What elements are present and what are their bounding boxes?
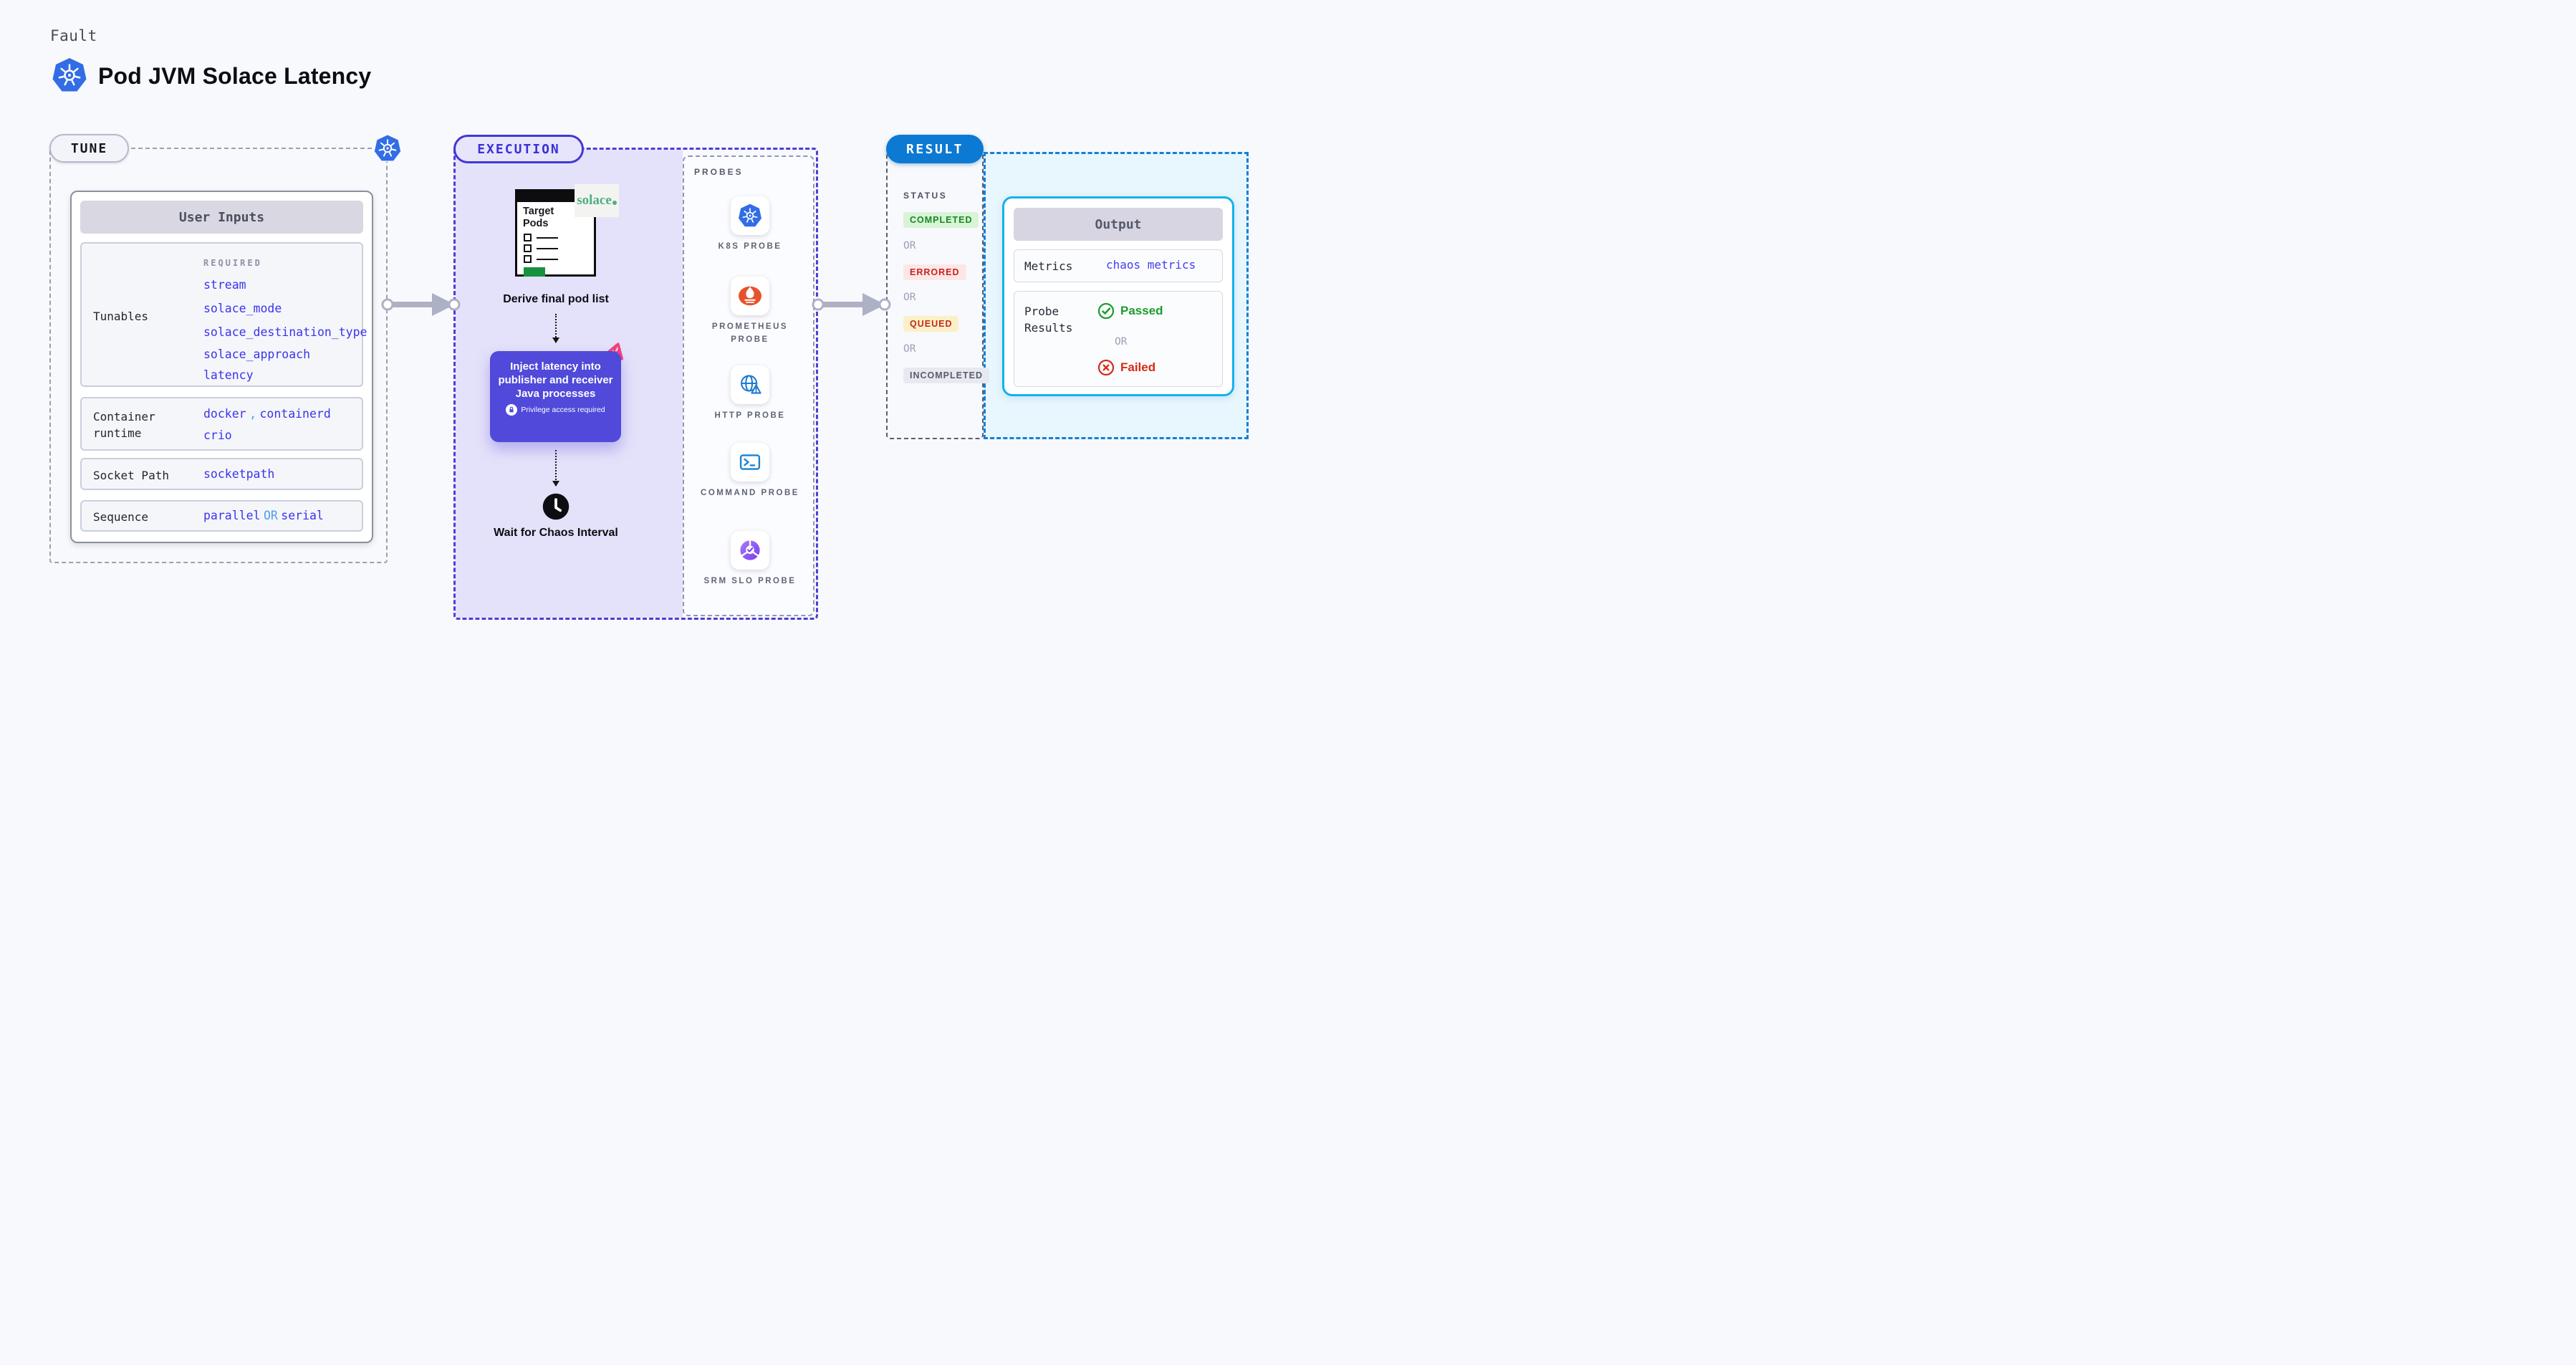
target-pods-title: Target Pods xyxy=(523,206,554,229)
status-badge-errored: ERRORED xyxy=(903,264,966,280)
execution-badge: EXECUTION xyxy=(453,135,584,163)
execution-to-result-arrow xyxy=(811,289,893,320)
probe-k8s: K8S PROBE xyxy=(684,196,816,253)
sequence-value: serial xyxy=(281,509,324,522)
status-badge-incompleted: INCOMPLETED xyxy=(903,368,989,383)
runtime-value: containerd xyxy=(259,407,331,421)
output-header: Output xyxy=(1014,208,1223,241)
probe-results-label: Probe Results xyxy=(1024,305,1073,335)
lock-icon xyxy=(506,403,518,416)
sequence-value: parallel xyxy=(203,509,261,522)
probes-panel: PROBES K8S PROBE xyxy=(683,155,814,616)
privilege-row: Privilege access required xyxy=(506,403,605,416)
result-status-column: STATUS COMPLETED OR ERRORED OR QUEUED OR… xyxy=(886,152,989,439)
status-section-label: STATUS xyxy=(903,191,948,201)
sequence-or: OR xyxy=(263,509,278,522)
check-circle-icon xyxy=(1097,302,1115,320)
derive-pod-list-label: Derive final pod list xyxy=(503,293,609,305)
inject-latency-text: Inject latency into publisher and receiv… xyxy=(498,360,613,400)
solace-dot xyxy=(612,201,617,205)
http-globe-icon xyxy=(731,365,769,404)
container-runtime-row: Container runtime docker , containerd cr… xyxy=(80,397,363,451)
passed-indicator: Passed xyxy=(1097,302,1163,320)
runtime-value: docker xyxy=(203,407,246,421)
pod-list-item xyxy=(524,234,594,242)
confirm-button-shape xyxy=(524,267,545,277)
probe-label: PROMETHEUS PROBE xyxy=(711,322,789,345)
failed-indicator: Failed xyxy=(1097,359,1155,376)
probe-srm-slo: SRM SLO PROBE xyxy=(684,531,816,588)
inject-latency-node: Inject latency into publisher and receiv… xyxy=(490,351,621,442)
tune-to-execution-arrow xyxy=(380,289,462,320)
diagram-canvas: Fault Pod JVM Solace Latency TUNE xyxy=(0,0,1288,682)
tunables-row: Tunables REQUIRED stream solace_mode sol… xyxy=(80,242,367,387)
tunable-value: solace_destination_type xyxy=(203,325,367,339)
fault-kicker: Fault xyxy=(50,27,97,44)
privilege-label: Privilege access required xyxy=(521,405,605,414)
probes-section-label: PROBES xyxy=(694,167,744,177)
sequence-row: Sequence parallel OR serial xyxy=(80,500,363,532)
socket-path-value: socketpath xyxy=(203,467,275,481)
kubernetes-icon xyxy=(731,196,769,235)
tunable-value: latency xyxy=(203,368,254,382)
probe-http: HTTP PROBE xyxy=(684,365,816,422)
pod-list-item xyxy=(524,244,594,253)
probe-command: COMMAND PROBE xyxy=(684,443,816,499)
metrics-row: Metrics chaos metrics xyxy=(1014,249,1223,282)
flow-arrow-down-icon xyxy=(552,450,559,487)
tunable-value: solace_mode xyxy=(203,302,282,315)
runtime-separator: , xyxy=(249,407,256,421)
terminal-icon xyxy=(731,443,769,482)
tunables-label: Tunables xyxy=(93,310,149,323)
metrics-value: chaos metrics xyxy=(1106,258,1196,272)
user-inputs-card: User Inputs Tunables REQUIRED stream sol… xyxy=(70,191,373,543)
wait-clock-icon xyxy=(542,493,569,520)
user-inputs-header: User Inputs xyxy=(80,201,363,234)
result-badge: RESULT xyxy=(886,135,984,163)
probe-results-row: Probe Results Passed OR Failed xyxy=(1014,291,1223,387)
x-circle-icon xyxy=(1097,359,1115,376)
probe-label: SRM SLO PROBE xyxy=(703,577,797,585)
passed-label: Passed xyxy=(1120,304,1163,317)
kubernetes-icon xyxy=(52,57,87,93)
tune-section xyxy=(49,148,388,563)
pod-list-item xyxy=(524,255,594,264)
failed-label: Failed xyxy=(1120,360,1156,374)
tunable-value: solace_approach xyxy=(203,348,311,361)
kubernetes-icon xyxy=(373,134,402,163)
probe-label: K8S PROBE xyxy=(718,242,782,251)
required-label: REQUIRED xyxy=(203,258,262,268)
socket-path-label: Socket Path xyxy=(93,469,169,482)
solace-logo: solace xyxy=(575,184,619,217)
or-separator: OR xyxy=(903,343,916,355)
socket-path-row: Socket Path socketpath xyxy=(80,458,363,490)
runtime-value: crio xyxy=(203,428,232,442)
tunable-value: stream xyxy=(203,278,246,292)
srm-slo-icon xyxy=(731,531,769,570)
wait-chaos-interval-label: Wait for Chaos Interval xyxy=(494,527,618,539)
or-separator: OR xyxy=(1115,336,1128,348)
probe-prometheus: PROMETHEUS PROBE xyxy=(684,277,816,347)
status-badge-completed: COMPLETED xyxy=(903,212,979,228)
probe-label: HTTP PROBE xyxy=(714,411,786,420)
sequence-label: Sequence xyxy=(93,510,149,524)
metrics-label: Metrics xyxy=(1024,259,1073,273)
page-title: Pod JVM Solace Latency xyxy=(98,63,372,89)
or-separator: OR xyxy=(903,240,916,252)
status-badge-queued: QUEUED xyxy=(903,316,959,332)
probe-label: COMMAND PROBE xyxy=(701,489,799,497)
flow-arrow-down-icon xyxy=(552,314,559,343)
container-runtime-label: Container runtime xyxy=(93,410,155,441)
prometheus-icon xyxy=(731,277,769,315)
tune-badge: TUNE xyxy=(49,134,129,163)
or-separator: OR xyxy=(903,292,916,303)
output-card: Output Metrics chaos metrics Probe Resul… xyxy=(1002,196,1234,396)
